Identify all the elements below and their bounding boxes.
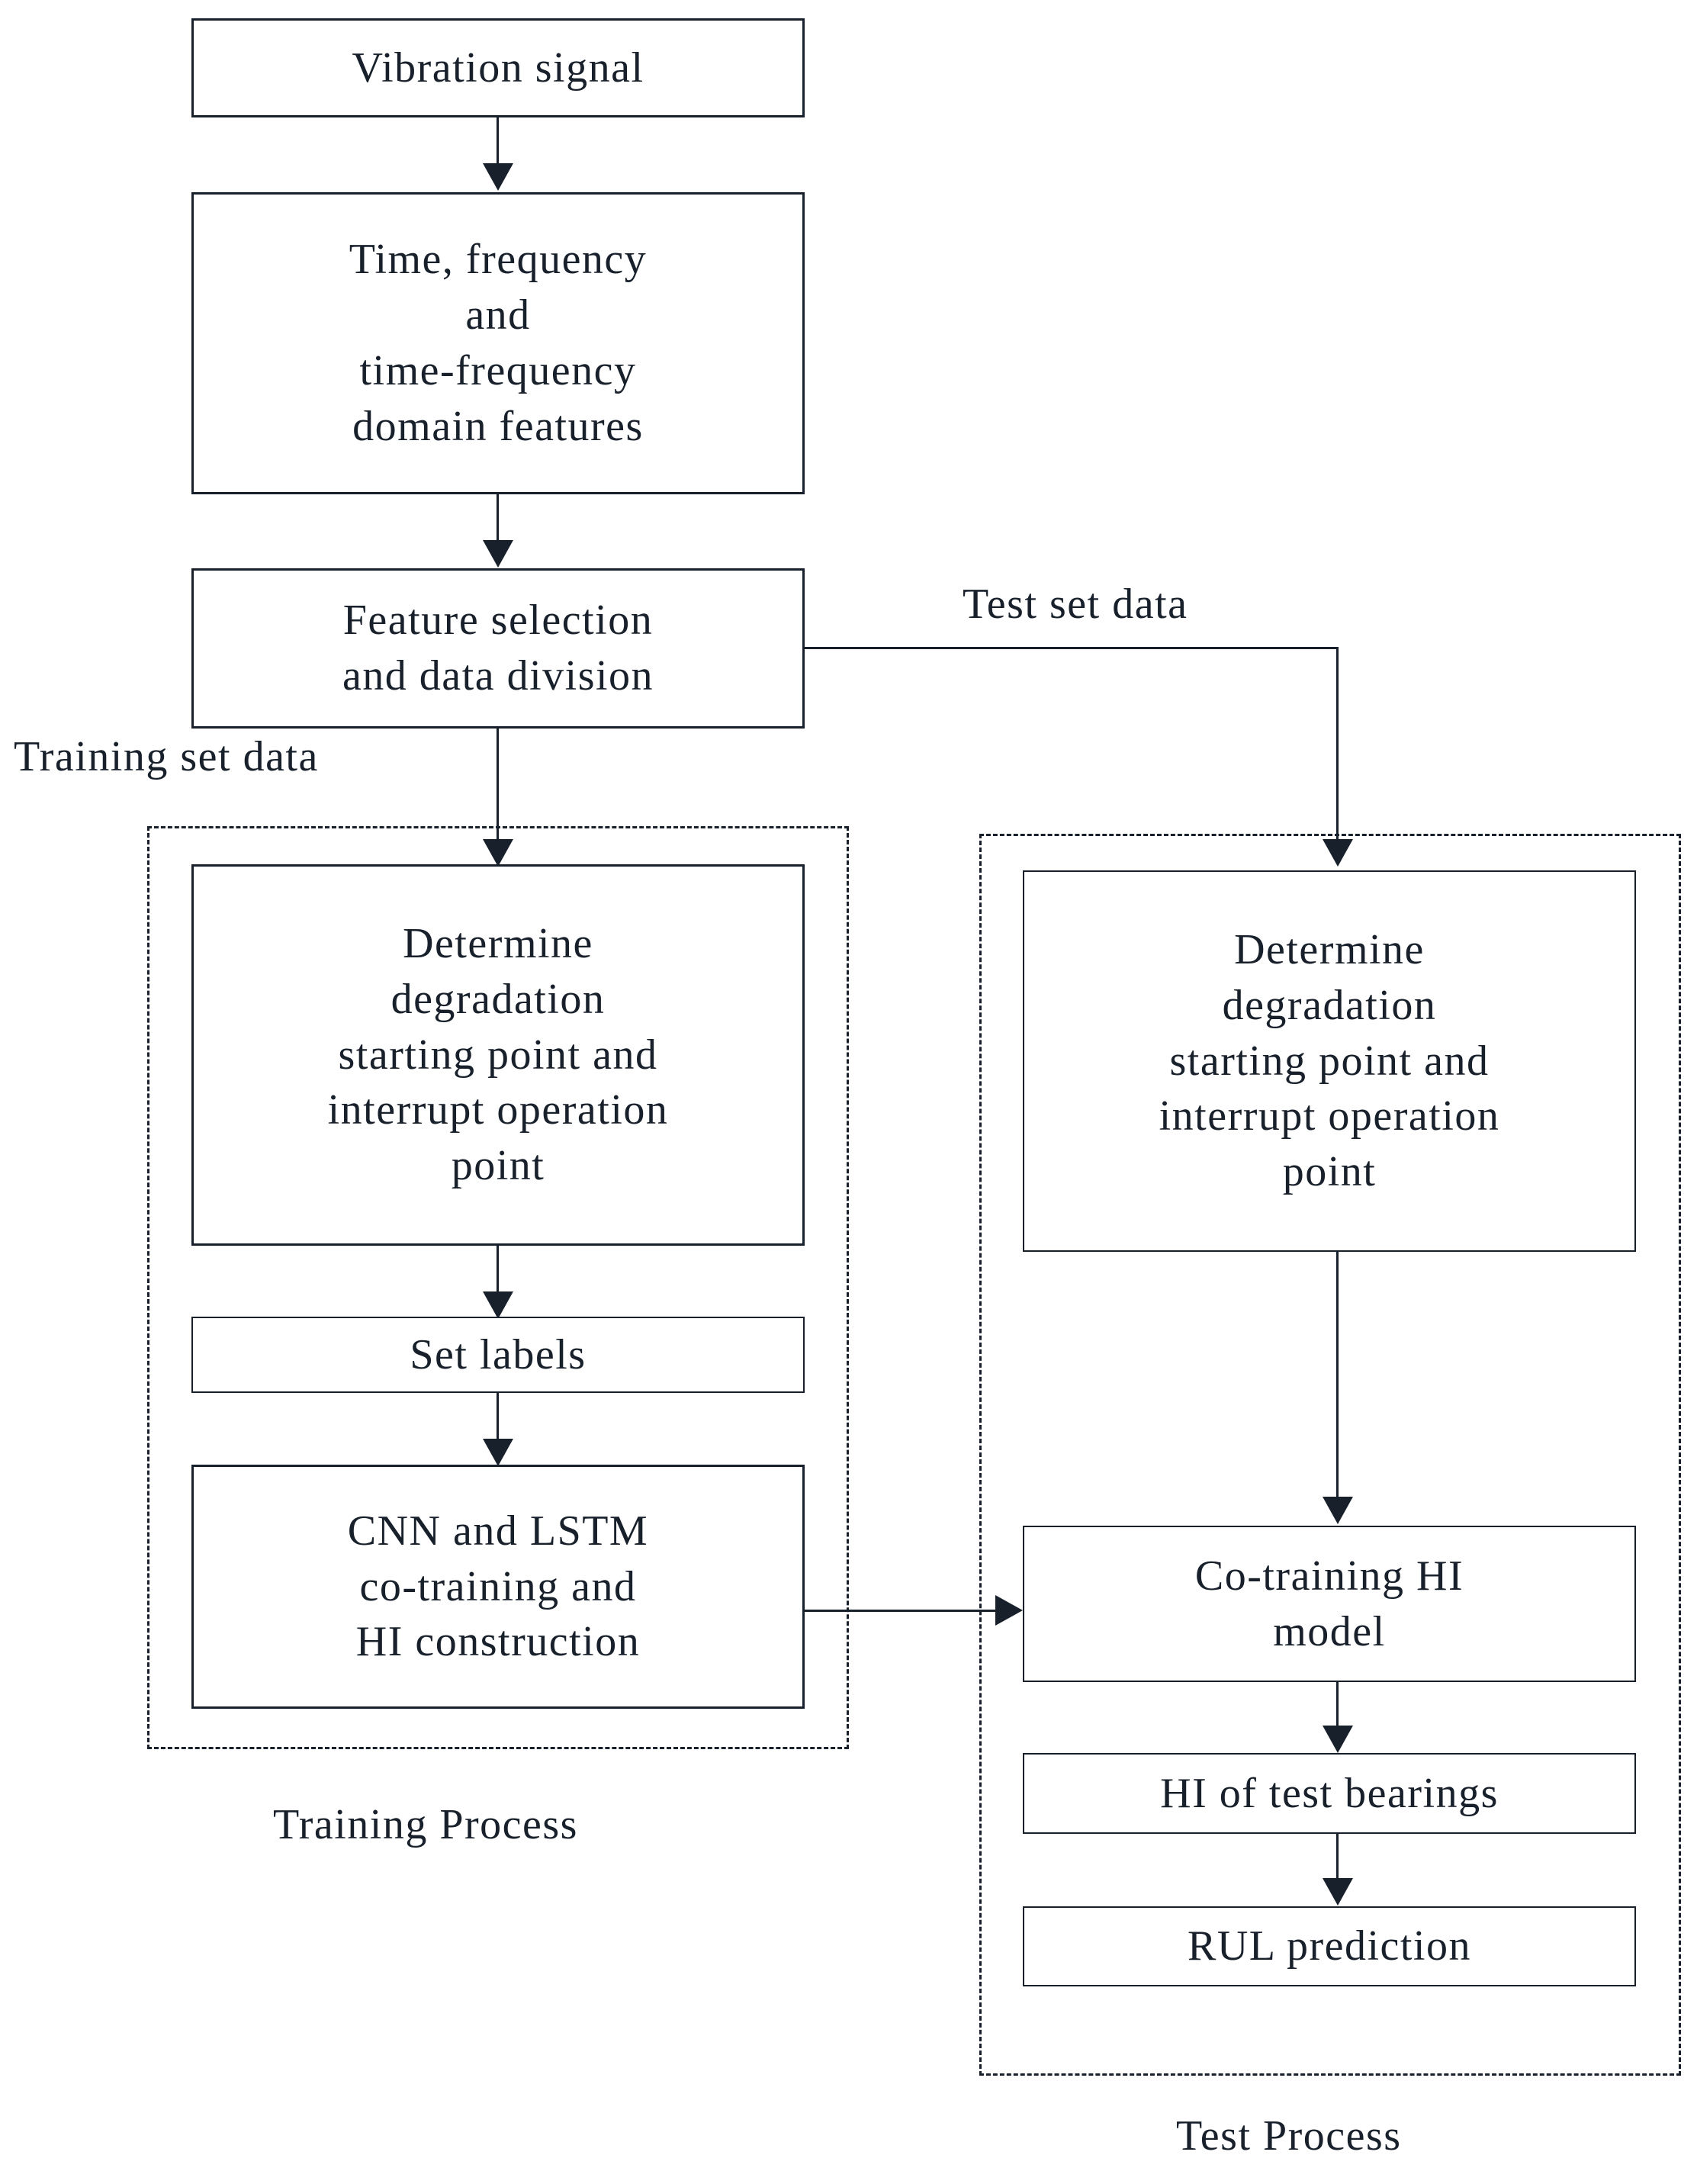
connector-test-set-vertical: [1336, 647, 1339, 841]
arrowhead-features-to-selection: [483, 540, 513, 568]
arrowhead-hi-test-to-rul: [1323, 1878, 1353, 1906]
arrowhead-vibration-to-features: [483, 163, 513, 191]
node-co-training-hi-model: Co-training HI model: [1023, 1526, 1636, 1682]
group-label-test-process: Test Process: [1176, 2112, 1402, 2160]
connector-training-set-vertical: [497, 729, 499, 841]
node-feature-selection: Feature selection and data division: [191, 568, 805, 729]
arrowhead-model-to-hi-test: [1323, 1726, 1353, 1753]
connector-hi-test-to-rul: [1336, 1834, 1339, 1881]
arrowhead-determine-to-setlabels: [483, 1291, 513, 1319]
group-training-process: [147, 826, 849, 1749]
group-label-training-process: Training Process: [273, 1801, 578, 1848]
edge-label-test-set-data: Test set data: [963, 581, 1188, 628]
node-rul-prediction: RUL prediction: [1023, 1906, 1636, 1986]
node-cnn-lstm-cotraining: CNN and LSTM co-training and HI construc…: [191, 1465, 805, 1709]
connector-determine-test-to-model: [1336, 1252, 1339, 1504]
node-determine-degradation-test: Determine degradation starting point and…: [1023, 870, 1636, 1252]
node-hi-of-test-bearings: HI of test bearings: [1023, 1753, 1636, 1834]
node-determine-degradation-training: Determine degradation starting point and…: [191, 864, 805, 1246]
connector-test-set-horizontal: [805, 647, 1339, 649]
arrowhead-determine-test-to-model: [1323, 1497, 1353, 1524]
arrowhead-cnnlstm-to-cotraining: [995, 1595, 1023, 1626]
node-vibration-signal: Vibration signal: [191, 18, 805, 117]
group-test-process: [979, 834, 1681, 2076]
connector-vibration-to-features: [497, 117, 499, 165]
arrowhead-training-set-to-determine: [483, 839, 513, 867]
connector-determine-to-setlabels: [497, 1246, 499, 1293]
arrowhead-test-set-to-determine: [1323, 839, 1353, 867]
node-set-labels: Set labels: [191, 1317, 805, 1393]
node-domain-features: Time, frequency and time-frequency domai…: [191, 192, 805, 494]
connector-setlabels-to-cnnlstm: [497, 1393, 499, 1440]
connector-model-to-hi-test: [1336, 1682, 1339, 1729]
connector-features-to-selection: [497, 494, 499, 542]
arrowhead-setlabels-to-cnnlstm: [483, 1439, 513, 1466]
edge-label-training-set-data: Training set data: [14, 733, 319, 780]
connector-cnnlstm-to-cotraining: [805, 1610, 997, 1612]
